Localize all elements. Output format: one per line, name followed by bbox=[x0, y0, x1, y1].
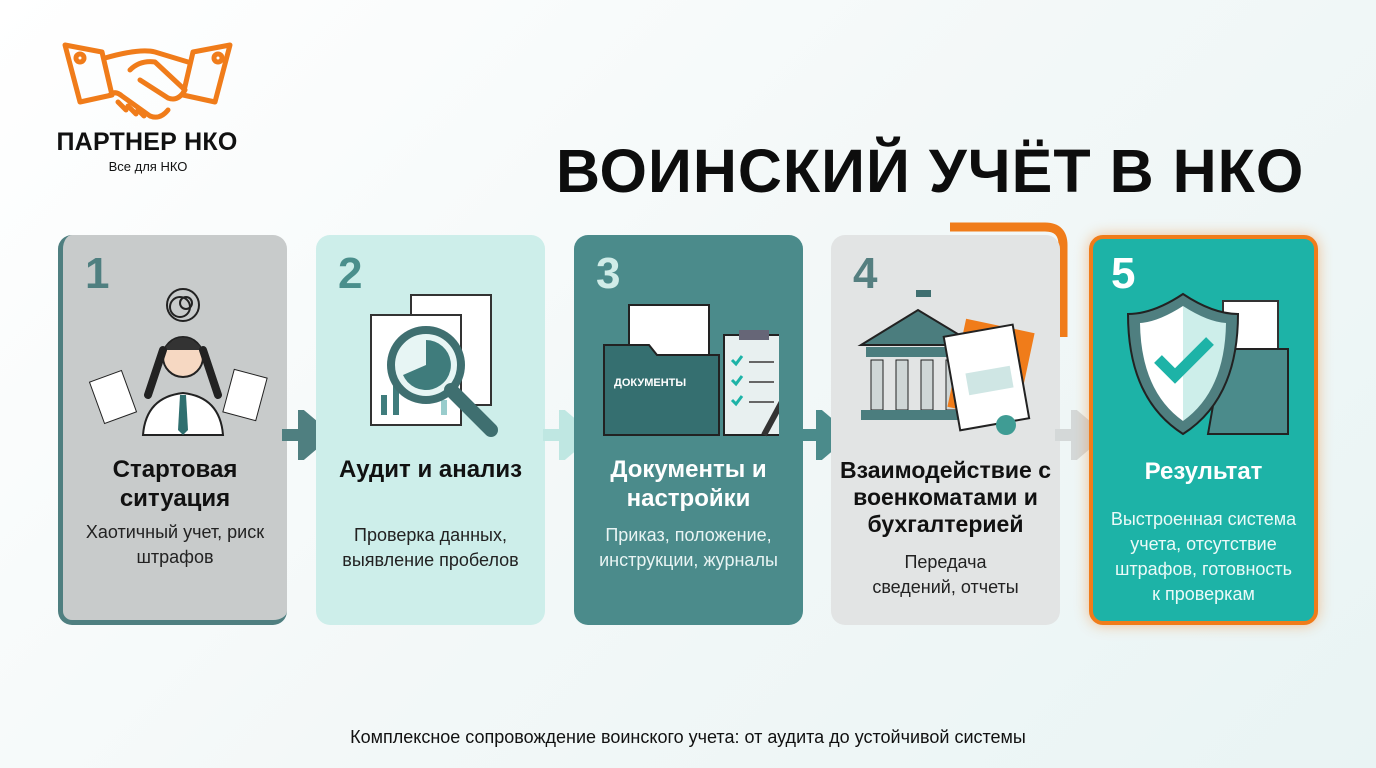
step-number: 3 bbox=[596, 249, 621, 298]
step-description: Передача сведений, отчеты bbox=[872, 552, 1019, 597]
documents-folder-icon bbox=[603, 304, 779, 437]
step-title: Взаимодействие с военкоматами и бухгалте… bbox=[840, 457, 1051, 537]
folder-label: ДОКУМЕНТЫ bbox=[614, 377, 687, 389]
step-card-1: 1 Стартовая ситуация Хаотичный учет, рис… bbox=[58, 235, 287, 625]
shield-check-icon bbox=[1126, 292, 1289, 436]
step-number: 2 bbox=[338, 249, 363, 298]
step-description: Хаотичный учет, риск штрафов bbox=[85, 522, 265, 567]
stressed-person-icon bbox=[88, 288, 268, 436]
footer-caption: Комплексное сопровождение воинского учет… bbox=[350, 727, 1026, 747]
logo-tagline: Все для НКО bbox=[108, 159, 188, 174]
step-title: Стартовая ситуация bbox=[112, 456, 238, 512]
step-card-3: 3 ДОКУМЕНТЫ Документы и настройки Приказ… bbox=[574, 235, 803, 625]
magnifier-report-icon bbox=[370, 294, 498, 437]
arrow-right-icon bbox=[282, 410, 332, 460]
step-title: Аудит и анализ bbox=[338, 456, 523, 483]
accent-bracket bbox=[950, 222, 1068, 337]
step-title: Документы и настройки bbox=[610, 456, 767, 512]
government-building-icon bbox=[857, 290, 1035, 435]
step-description: Приказ, положение, инструкции, журналы bbox=[599, 525, 778, 570]
step-number: 4 bbox=[853, 249, 878, 298]
step-description: Выстроенная система учета, отсутствие шт… bbox=[1110, 509, 1297, 604]
handshake-icon bbox=[62, 42, 233, 120]
step-card-5: 5 Результат Выстроенная система учета, о… bbox=[1089, 235, 1318, 625]
step-card-2: 2 Аудит и анализ Проверка данных, выявле… bbox=[316, 235, 545, 625]
step-number: 5 bbox=[1111, 249, 1136, 298]
step-description: Проверка данных, выявление пробелов bbox=[342, 525, 519, 570]
arrow-right-icon bbox=[1055, 410, 1105, 460]
logo-name: ПАРТНЕР НКО bbox=[56, 128, 238, 156]
logo: ПАРТНЕР НКО Все для НКО bbox=[56, 40, 238, 174]
step-number: 1 bbox=[85, 249, 110, 298]
step-title: Результат bbox=[1144, 458, 1263, 485]
page-title: ВОИНСКИЙ УЧЁТ В НКО bbox=[556, 137, 1305, 205]
step-card-4: 4 Взаимодействие с военкоматами и бухгал… bbox=[831, 235, 1060, 625]
